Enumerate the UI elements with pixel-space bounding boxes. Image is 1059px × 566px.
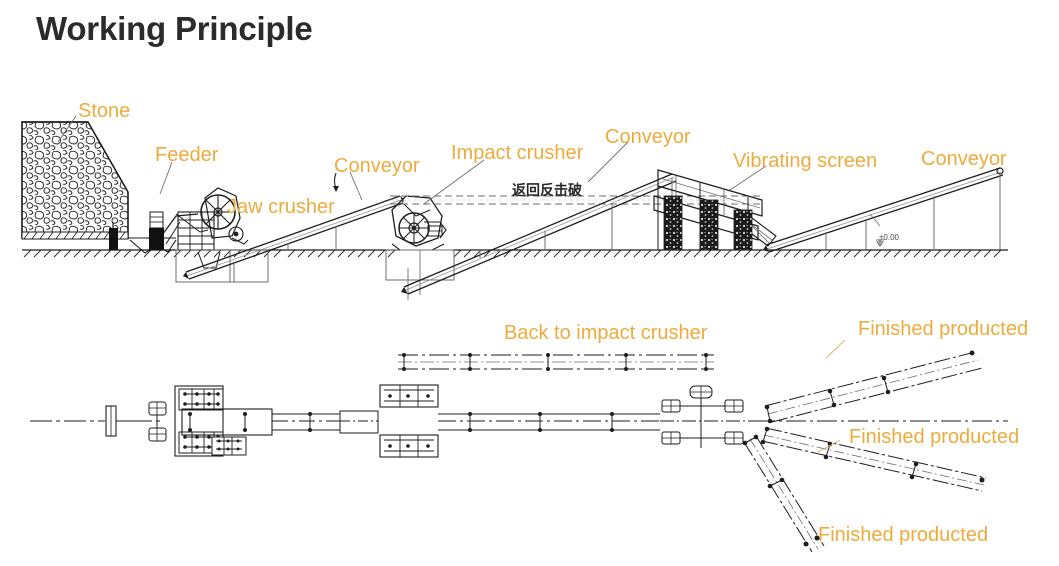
vibrating-screen-structure [653, 169, 777, 251]
ground-line-mid [286, 249, 400, 258]
conveyor-1-belt [183, 195, 404, 282]
conveyor-3-belt [763, 167, 1004, 253]
stone-stockpile [21, 121, 176, 240]
plan-feeder [105, 405, 148, 437]
plan-vibrating-screen-station [660, 385, 755, 448]
return-material-line [390, 195, 760, 205]
plan-discharge-conveyor-lower [742, 434, 825, 553]
plan-drive-units [148, 401, 167, 442]
label-leader-lines [57, 115, 767, 205]
ground-line-right [452, 249, 1008, 258]
plan-jaw-crusher-station [174, 385, 273, 457]
plan-return-line [398, 353, 714, 371]
page-title: Working Principle [36, 10, 313, 47]
plan-discharge-conveyor-upper [764, 350, 983, 424]
plan-label-leaders [817, 339, 846, 453]
plan-discharge-conveyor-middle [760, 426, 987, 492]
plan-conveyor-1 [272, 410, 379, 434]
plan-conveyor-2 [438, 412, 660, 432]
plan-impact-crusher-station [379, 384, 439, 458]
